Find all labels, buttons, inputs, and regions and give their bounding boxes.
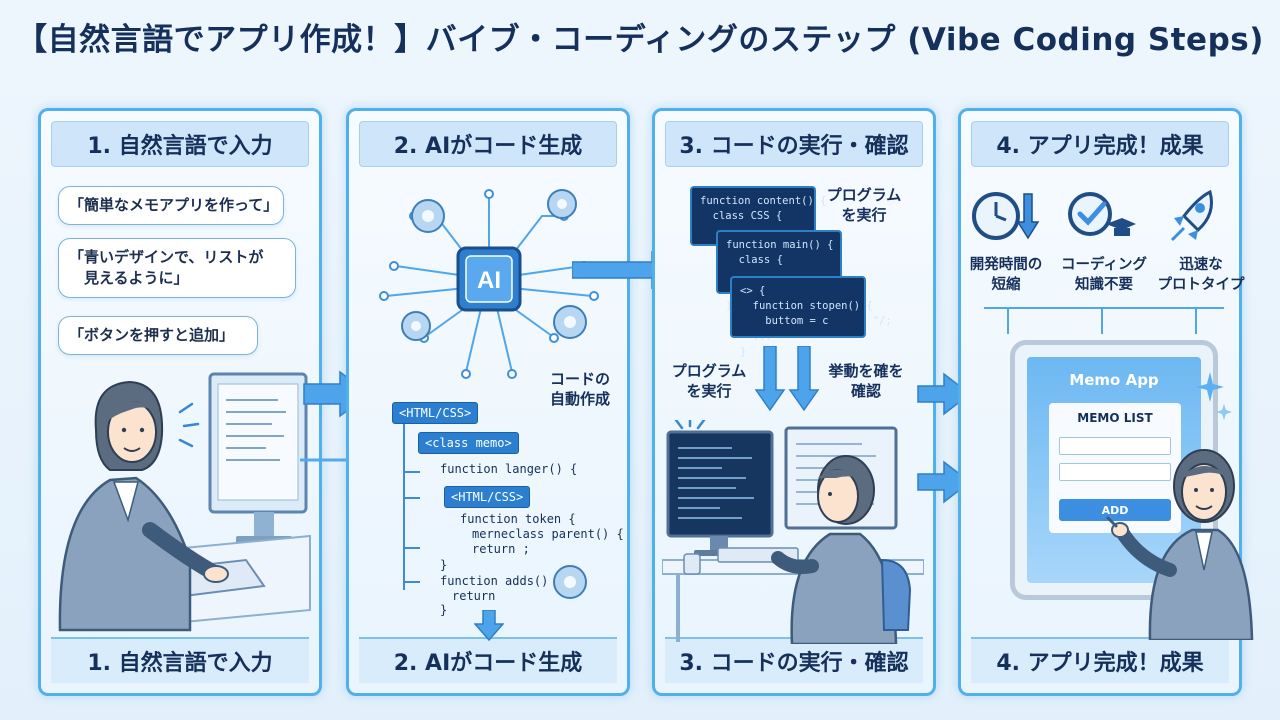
speech-bubble-1: 「簡単なメモアプリを作って」 bbox=[58, 186, 284, 225]
code-tag-class-memo: <class memo> bbox=[418, 432, 519, 454]
app-title: Memo App bbox=[1069, 371, 1159, 389]
code-card-3: <> { function stopen() { buttom = c "/; … bbox=[730, 276, 892, 358]
step-1-header: 1. 自然言語で入力 bbox=[51, 121, 309, 167]
run-program-label: プログラム を実行 bbox=[671, 362, 747, 400]
code-tag-html-css-1: <HTML/CSS> bbox=[392, 402, 479, 424]
memo-app-card: MEMO LIST ADD bbox=[1049, 403, 1181, 533]
benefit-no-coding: コーディング 知識不要 bbox=[1061, 257, 1147, 293]
memo-input-field-1[interactable] bbox=[1059, 437, 1171, 455]
ai-chip-label: AI bbox=[477, 267, 501, 294]
step-4-header: 4. アプリ完成！成果 bbox=[971, 121, 1229, 167]
benefit-rapid-prototype: 迅速な プロトタイプ bbox=[1157, 257, 1245, 293]
step-3-header: 3. コードの実行・確認 bbox=[665, 121, 923, 167]
person-typing-illustration bbox=[58, 372, 311, 632]
code-line-6: function adds() { bbox=[440, 574, 563, 588]
tablet-device: Memo App MEMO LIST ADD bbox=[1010, 340, 1218, 600]
ai-network-illustration: AI bbox=[379, 189, 599, 379]
memo-input-field-2[interactable] bbox=[1059, 463, 1171, 481]
down-arrows-icon bbox=[754, 346, 820, 412]
memo-list-title: MEMO LIST bbox=[1077, 411, 1153, 425]
code-line-7: return bbox=[452, 589, 496, 603]
step-4-footer: 4. アプリ完成！成果 bbox=[971, 637, 1229, 683]
presenter-illustration bbox=[1106, 449, 1254, 640]
code-line-3: merneclass parent() { bbox=[472, 527, 624, 541]
person-checking-illustration bbox=[662, 420, 924, 644]
arrow-down-icon bbox=[474, 610, 504, 642]
benefit-dev-time: 開発時間の 短縮 bbox=[969, 257, 1043, 293]
code-line-8: } bbox=[440, 603, 448, 617]
speech-bubble-3: 「ボタンを押すと追加」 bbox=[58, 316, 258, 355]
code-tag-html-css-2: <HTML/CSS> bbox=[444, 486, 531, 508]
check-badge-icon bbox=[1068, 192, 1136, 236]
arrow-step3-to-step4 bbox=[917, 372, 972, 504]
code-tree-lines bbox=[403, 420, 420, 590]
clock-icon bbox=[972, 192, 1040, 240]
step-2-header: 2. AIがコード生成 bbox=[359, 121, 617, 167]
verify-behavior-label: 挙動を確を 確認 bbox=[828, 362, 904, 400]
step-1-footer: 1. 自然言語で入力 bbox=[51, 637, 309, 683]
add-button[interactable]: ADD bbox=[1059, 499, 1171, 521]
page-title: 【自然言語でアプリ作成！】バイブ・コーディングのステップ (Vibe Codin… bbox=[16, 22, 1264, 58]
run-program-label-top: プログラム を実行 bbox=[826, 186, 902, 224]
step-3-footer: 3. コードの実行・確認 bbox=[665, 637, 923, 683]
code-line-2: function token { bbox=[460, 512, 576, 526]
speech-bubble-2: 「青いデザインで、リストが 見えるように」 bbox=[58, 238, 296, 298]
step-2-footer: 2. AIがコード生成 bbox=[359, 637, 617, 683]
auto-generate-label: コードの 自動作成 bbox=[549, 370, 610, 408]
benefit-connector-lines bbox=[984, 307, 1224, 334]
code-line-1: function langer() { bbox=[440, 462, 578, 476]
rocket-icon bbox=[1170, 189, 1213, 242]
sparkle-icon bbox=[1196, 372, 1232, 420]
code-line-4: return ; bbox=[472, 542, 530, 556]
tablet-screen: Memo App MEMO LIST ADD bbox=[1027, 357, 1201, 583]
code-line-5: } bbox=[440, 558, 448, 572]
gear-icon bbox=[553, 565, 587, 599]
